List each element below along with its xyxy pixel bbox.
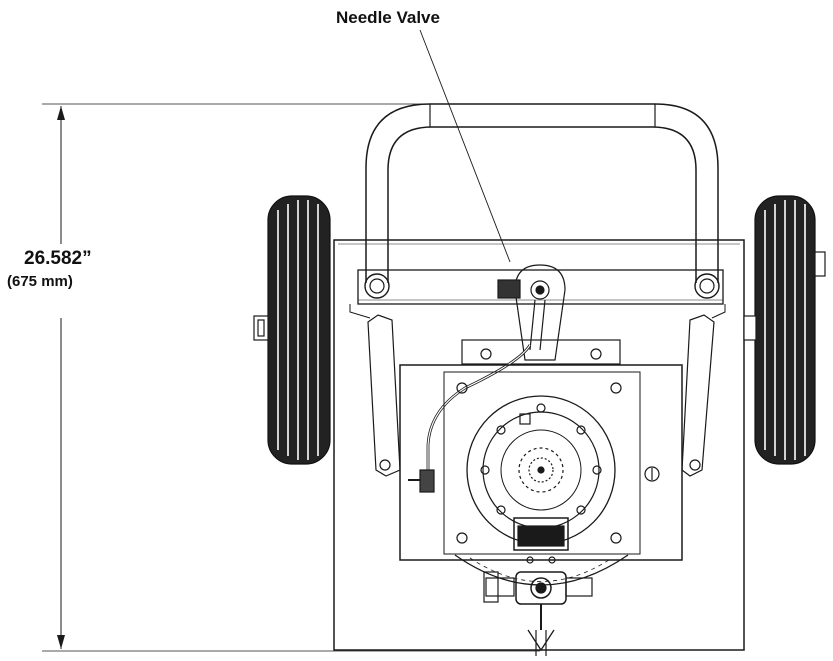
height-dimension-imperial: 26.582” [24,248,92,269]
needle-valve-assembly [497,264,566,361]
dimension-arrow-bottom [57,635,65,649]
pump-housing [399,364,683,561]
height-dimension-line [42,103,540,652]
controller-box [513,517,569,564]
pump-mount-plate [443,371,641,555]
outlet-valve-assembly [483,571,593,656]
needle-valve-leader-line [419,29,511,263]
left-wheel [253,195,331,465]
cross-bar [357,269,724,305]
base-plate [333,239,745,651]
dimension-arrow-top [57,106,65,120]
height-dimension-metric: (675 mm) [7,273,73,290]
cart-handle [364,103,720,299]
inlet-fitting [408,469,435,493]
side-gauge [644,466,660,482]
needle-valve-callout-label: Needle Valve [336,8,440,27]
mount-bar [461,339,621,365]
motor-face [466,395,616,545]
right-wheel [743,195,826,465]
